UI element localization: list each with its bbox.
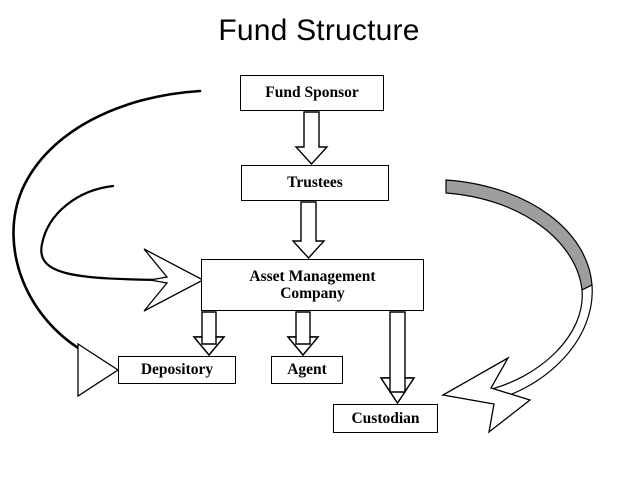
node-agent-label: Agent [287, 361, 327, 379]
connector-arc-inner-to-amc [40, 184, 205, 312]
node-depository[interactable]: Depository [118, 356, 236, 384]
arrowhead-outer-arc [77, 342, 120, 398]
node-agent[interactable]: Agent [271, 356, 343, 384]
arrowhead-inner-arc [143, 248, 205, 312]
connector-arc-outer-to-depository [12, 89, 202, 398]
arc-inner-path [40, 184, 168, 282]
connector-amc-to-depository [192, 311, 226, 357]
node-custodian-label: Custodian [351, 409, 420, 427]
arc-outer-path [12, 89, 202, 357]
node-trustees[interactable]: Trustees [241, 165, 389, 201]
node-trustees-label: Trustees [287, 174, 343, 192]
node-asset-management-company[interactable]: Asset Management Company [201, 259, 424, 311]
node-custodian[interactable]: Custodian [333, 404, 438, 433]
connector-amc-to-agent [286, 311, 320, 357]
page-title: Fund Structure [218, 14, 420, 47]
connector-amc-to-custodian [379, 311, 416, 405]
node-amc-label-line1: Asset Management [249, 267, 376, 285]
node-fund-sponsor-label: Fund Sponsor [265, 84, 359, 102]
ribbon-white-segment [483, 284, 593, 403]
node-amc-label-block: Asset Management Company [249, 268, 375, 303]
connector-arc-right-to-custodian [441, 179, 593, 434]
connector-sponsor-to-trustees [294, 111, 329, 166]
node-fund-sponsor[interactable]: Fund Sponsor [240, 75, 384, 111]
node-amc-label-line2: Company [280, 285, 345, 302]
arrowhead-right-arc [441, 356, 532, 434]
connector-trustees-to-amc [291, 201, 326, 260]
ribbon-shade-segment [445, 179, 593, 291]
node-depository-label: Depository [140, 361, 214, 379]
